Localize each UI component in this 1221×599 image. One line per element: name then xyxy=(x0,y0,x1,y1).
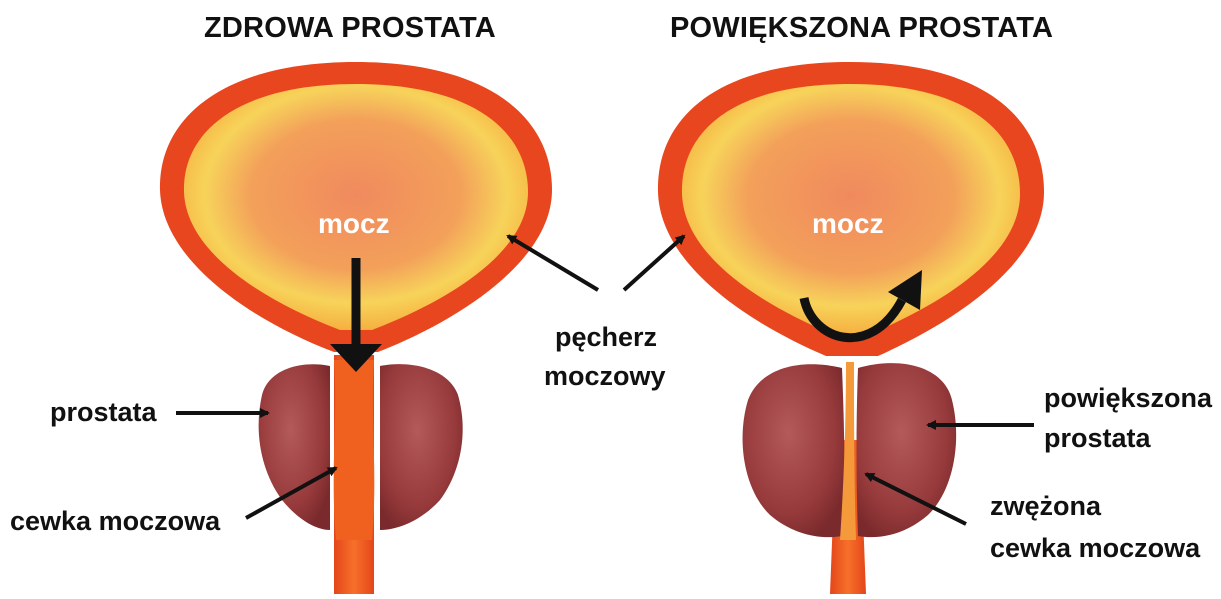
title-healthy-prostate: ZDROWA PROSTATA xyxy=(204,12,496,45)
bladder-pointer-right xyxy=(624,236,684,290)
label-narrowed-line1: zwężona xyxy=(990,490,1101,522)
left-prostate-right-lobe xyxy=(380,364,463,530)
label-prostate: prostata xyxy=(50,396,157,428)
label-bladder-line2: moczowy xyxy=(544,360,666,392)
label-narrowed-line2: cewka moczowa xyxy=(990,532,1200,564)
left-urethra-through-prostate xyxy=(334,360,375,540)
label-enlarged-line2: prostata xyxy=(1044,422,1151,454)
label-urine-right: mocz xyxy=(812,208,884,240)
label-urethra: cewka moczowa xyxy=(10,505,220,537)
label-enlarged-line1: powiększona xyxy=(1044,382,1212,414)
right-illustration xyxy=(658,62,1044,594)
label-bladder-line1: pęcherz xyxy=(555,321,657,353)
label-urine-left: mocz xyxy=(318,208,390,240)
title-enlarged-prostate: POWIĘKSZONA PROSTATA xyxy=(670,12,1053,45)
bladder-pointer-left xyxy=(508,236,598,290)
right-prostate-left-lobe xyxy=(743,364,845,537)
